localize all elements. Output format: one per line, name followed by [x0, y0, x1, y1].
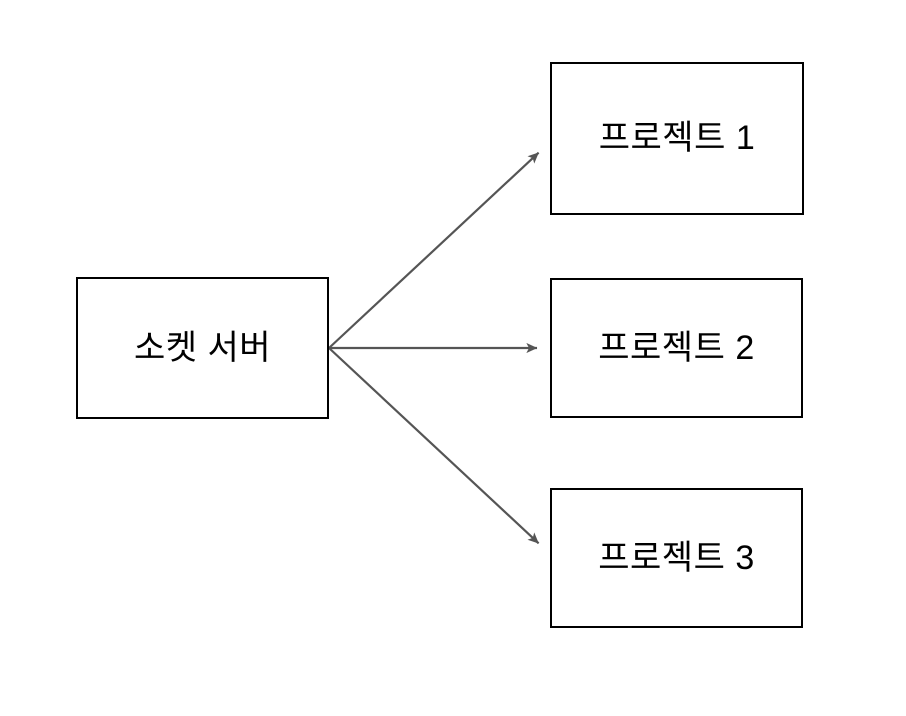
edge-socket-server-to-project-1[interactable] — [328, 151, 540, 349]
node-project-1[interactable]: 프로젝트 1 — [550, 62, 804, 215]
node-socket-server-label: 소켓 서버 — [133, 328, 272, 367]
node-project-2[interactable]: 프로젝트 2 — [550, 278, 803, 418]
node-project-1-label: 프로젝트 1 — [598, 119, 756, 158]
node-project-2-label: 프로젝트 2 — [598, 328, 755, 367]
node-project-3-label: 프로젝트 3 — [598, 538, 755, 577]
node-socket-server[interactable]: 소켓 서버 — [76, 277, 329, 419]
node-project-3[interactable]: 프로젝트 3 — [550, 488, 803, 628]
edge-socket-server-to-project-3[interactable] — [328, 347, 540, 545]
